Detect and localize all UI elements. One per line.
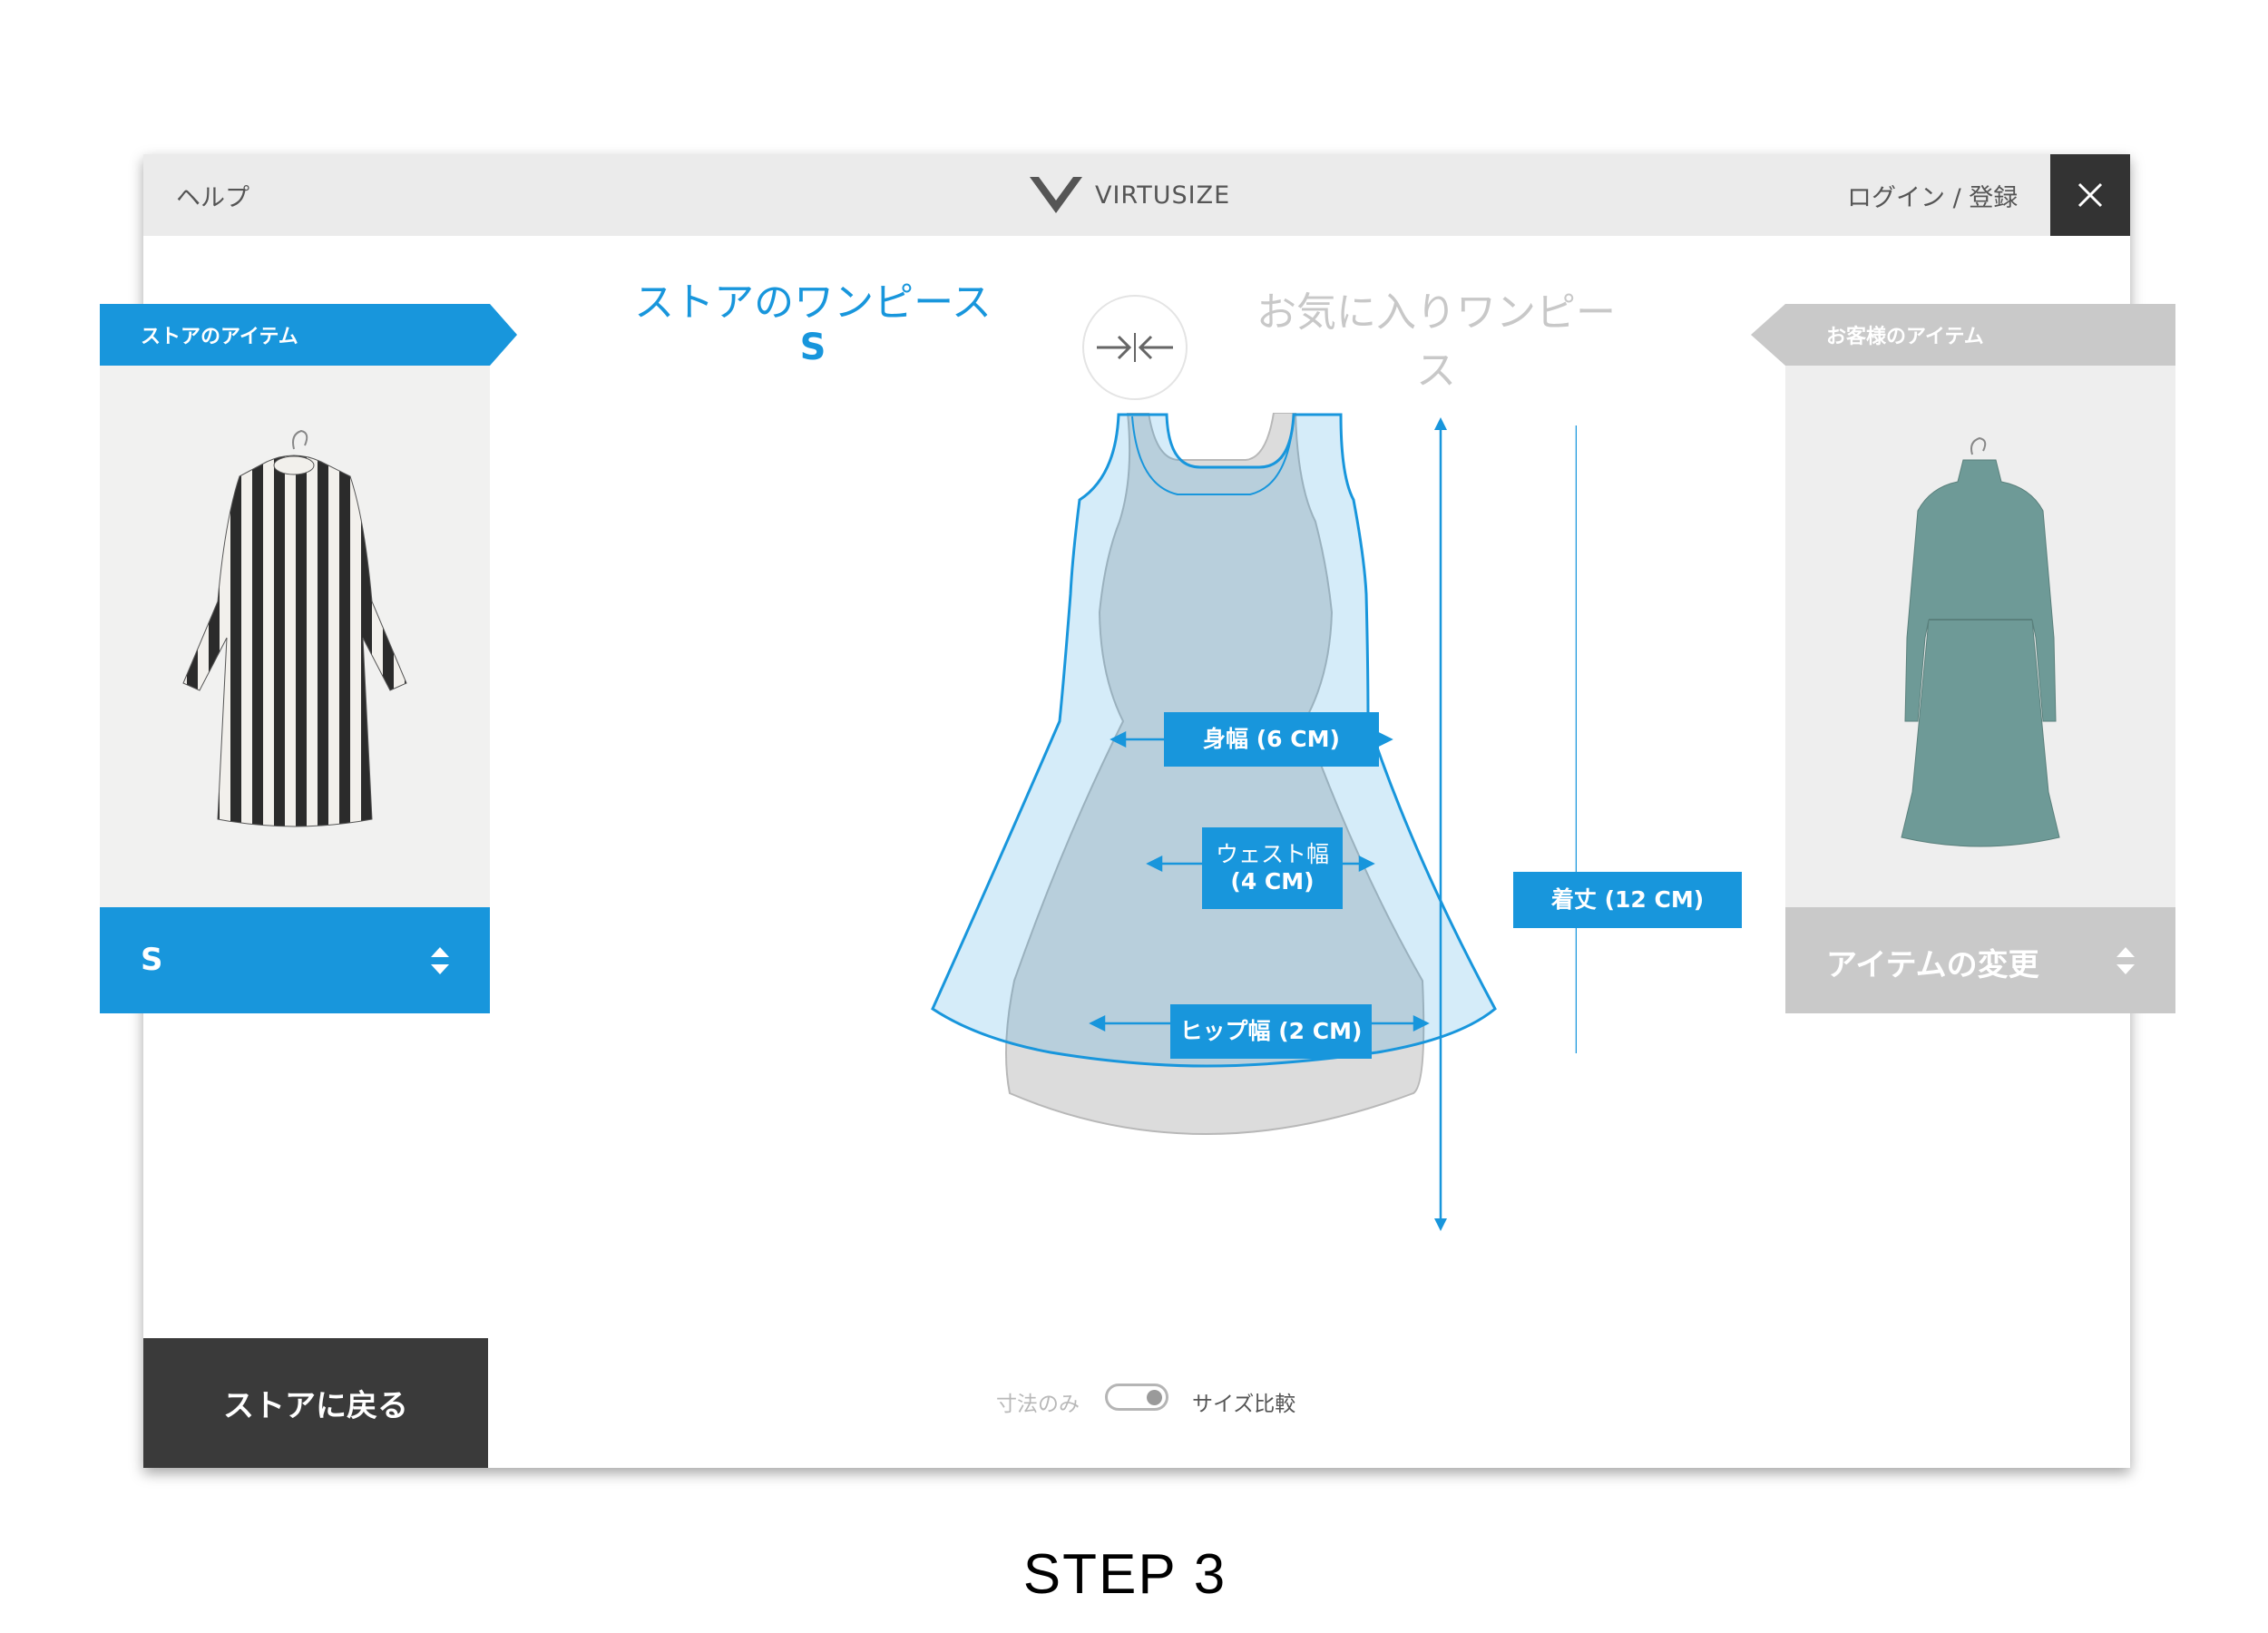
bust-measurement-text: 身幅 (6 CM) — [1203, 726, 1340, 752]
waist-measurement-label: ウェスト幅 (4 CM) — [1202, 827, 1343, 909]
sort-arrows-icon — [431, 947, 449, 974]
green-dress-image — [1901, 436, 2060, 847]
waist-measurement-value: (4 CM) — [1230, 868, 1315, 895]
store-dress-neckline — [1131, 416, 1295, 495]
selected-size: S — [141, 942, 163, 978]
size-comparison-label[interactable]: サイズ比較 — [1192, 1393, 1296, 1416]
compare-button[interactable] — [1082, 295, 1188, 400]
view-mode-toggle[interactable] — [1105, 1384, 1168, 1411]
sort-arrows-icon — [2116, 947, 2135, 974]
store-item-tab — [100, 304, 517, 366]
user-item-tab-label: お客様のアイテム — [1826, 326, 1984, 348]
toggle-knob — [1147, 1390, 1162, 1405]
store-size-select[interactable]: S — [100, 907, 490, 1013]
store-item-size: S — [799, 327, 826, 368]
store-item-heading: ストアのワンピース — [634, 279, 992, 326]
store-item-panel: ストアのアイテム S — [100, 304, 517, 1013]
user-item-tab — [1751, 304, 2175, 366]
brand-logo: VIRTUSIZE — [1028, 172, 1230, 218]
favorite-dress-silhouette — [1005, 413, 1425, 1136]
close-button[interactable] — [2050, 154, 2130, 236]
bust-measurement-label: 身幅 (6 CM) — [1164, 712, 1379, 767]
striped-dress-image — [182, 429, 407, 827]
help-link[interactable]: ヘルプ — [176, 184, 249, 212]
length-arrow-heads — [1434, 417, 1447, 1231]
step-caption: STEP 3 — [1022, 1543, 1227, 1606]
login-register-link[interactable]: ログイン / 登録 — [1847, 184, 2019, 212]
store-item-photo — [100, 366, 490, 907]
brand-name: VIRTUSIZE — [1095, 181, 1231, 210]
dimensions-only-label[interactable]: 寸法のみ — [996, 1393, 1080, 1416]
hip-measurement-label: ヒップ幅 (2 CM) — [1170, 1004, 1372, 1059]
change-item-select[interactable]: アイテムの変更 — [1785, 907, 2175, 1013]
length-measurement-label: 着丈 (12 CM) — [1513, 872, 1742, 928]
favorite-item-heading[interactable]: お気に入りワンピース — [1256, 289, 1616, 394]
compare-arrows-icon — [1097, 333, 1173, 362]
user-item-photo — [1785, 366, 2175, 907]
waist-measurement-title: ウェスト幅 — [1215, 841, 1329, 867]
back-to-store-button[interactable]: ストアに戻る — [143, 1338, 488, 1468]
top-bar: ヘルプ VIRTUSIZE ログイン / 登録 — [143, 154, 2130, 236]
user-item-panel: お客様のアイテム アイテムの変更 — [1751, 304, 2175, 1013]
store-item-tab-label: ストアのアイテム — [141, 326, 298, 348]
virtusize-logo-icon — [1030, 177, 1082, 213]
close-icon — [2077, 182, 2103, 208]
length-measurement-text: 着丈 (12 CM) — [1550, 886, 1705, 913]
hip-measurement-text: ヒップ幅 (2 CM) — [1179, 1018, 1363, 1044]
change-item-label: アイテムの変更 — [1826, 947, 2039, 983]
